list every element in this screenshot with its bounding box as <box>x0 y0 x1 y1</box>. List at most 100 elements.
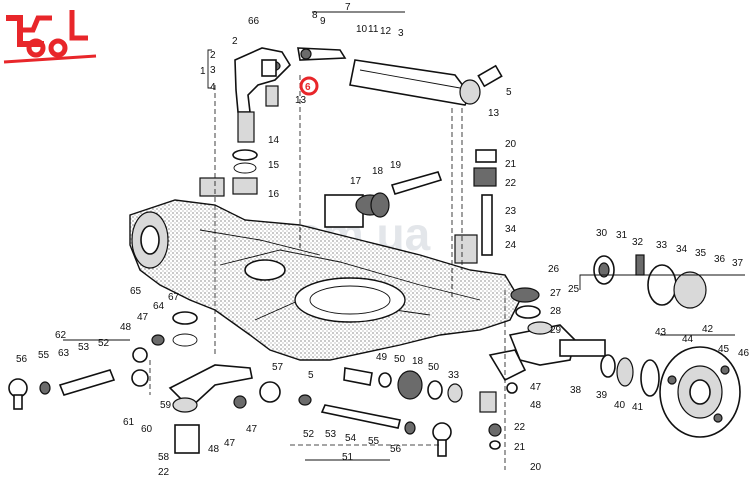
callout-47c: 47 <box>224 438 236 449</box>
callout-57: 57 <box>272 362 284 373</box>
link-rod <box>261 47 347 107</box>
callout-60: 60 <box>141 424 153 435</box>
callout-49: 49 <box>376 352 388 363</box>
callout-55a: 55 <box>368 436 380 447</box>
callout-65: 65 <box>130 286 142 297</box>
callout-20a: 20 <box>505 139 517 150</box>
callout-13b: 13 <box>488 108 500 119</box>
callout-66: 66 <box>248 16 260 27</box>
callout-39: 39 <box>596 390 608 401</box>
axle-housing <box>129 177 521 361</box>
callout-51: 51 <box>342 452 354 463</box>
callout-10: 10 <box>356 24 368 35</box>
callout-18b: 18 <box>412 356 424 367</box>
callout-6: 6 <box>305 82 311 93</box>
callout-63: 63 <box>58 348 70 359</box>
highlighted-part-6[interactable]: 6 <box>299 76 319 96</box>
callout-56b: 56 <box>16 354 28 365</box>
callout-48b: 48 <box>120 322 132 333</box>
callout-9: 9 <box>320 16 326 27</box>
callout-7: 7 <box>345 2 351 13</box>
callout-19: 19 <box>390 160 402 171</box>
callout-53b: 53 <box>78 342 90 353</box>
callout-3: 3 <box>210 65 216 76</box>
callout-27: 27 <box>550 288 562 299</box>
bearing-assembly <box>593 254 707 309</box>
callout-55b: 55 <box>38 350 50 361</box>
steering-lever-left <box>168 364 281 454</box>
callout-29: 29 <box>550 325 562 336</box>
callout-48a: 48 <box>530 400 542 411</box>
callout-42: 42 <box>702 324 714 335</box>
callout-61: 61 <box>123 417 135 428</box>
callout-48c: 48 <box>208 444 220 455</box>
callout-20b: 20 <box>530 462 542 473</box>
callout-58: 58 <box>158 452 170 463</box>
callout-35: 35 <box>695 248 707 259</box>
callout-67: 67 <box>168 292 180 303</box>
callout-50b: 50 <box>428 362 440 373</box>
callout-14: 14 <box>268 135 280 146</box>
callout-21a: 21 <box>505 159 517 170</box>
callout-22a: 22 <box>505 178 517 189</box>
callout-47a: 47 <box>530 382 542 393</box>
kingpin-stack-right <box>473 149 497 256</box>
callout-36: 36 <box>714 254 726 265</box>
callout-22b: 22 <box>514 422 526 433</box>
power-cylinder <box>349 59 503 106</box>
wheel-hub <box>600 346 741 438</box>
callout-38: 38 <box>570 385 582 396</box>
pivot-pin <box>370 171 443 218</box>
callout-30: 30 <box>596 228 608 239</box>
callout-24: 24 <box>505 240 517 251</box>
callout-28: 28 <box>550 306 562 317</box>
callout-4: 4 <box>210 82 216 93</box>
callout-44: 44 <box>682 334 694 345</box>
callout-33a: 33 <box>656 240 668 251</box>
callout-13a: 13 <box>295 95 307 106</box>
knuckle-arm-right <box>479 349 527 450</box>
seal-rings-left <box>132 311 198 363</box>
callout-37: 37 <box>732 258 744 269</box>
callout-labels: 1 2 3 4 2 66 8 7 9 10 11 12 3 13 13 5 14… <box>16 2 750 478</box>
center-bushing <box>343 367 463 403</box>
callout-17: 17 <box>350 176 362 187</box>
callout-34b: 34 <box>676 244 688 255</box>
tie-rod-left <box>8 369 149 410</box>
callout-21b: 21 <box>514 442 526 453</box>
callout-52a: 52 <box>303 429 315 440</box>
callout-53a: 53 <box>325 429 337 440</box>
callout-11: 11 <box>368 24 379 35</box>
callout-15: 15 <box>268 160 280 171</box>
callout-3b: 3 <box>398 28 404 39</box>
callout-5b: 5 <box>308 370 314 381</box>
callout-26: 26 <box>548 264 560 275</box>
callout-23: 23 <box>505 206 517 217</box>
callout-47b: 47 <box>137 312 149 323</box>
callout-46: 46 <box>738 348 750 359</box>
callout-56a: 56 <box>390 444 402 455</box>
callout-34: 34 <box>505 224 517 235</box>
callout-50a: 50 <box>394 354 406 365</box>
callout-33b: 33 <box>448 370 460 381</box>
group-brackets <box>63 11 745 461</box>
callout-22c: 22 <box>158 467 170 478</box>
callout-2b: 2 <box>232 36 238 47</box>
callout-41: 41 <box>632 402 644 413</box>
callout-1: 1 <box>200 66 206 77</box>
callout-64: 64 <box>153 301 165 312</box>
callout-45: 45 <box>718 344 730 355</box>
drag-link <box>298 394 452 457</box>
callout-32: 32 <box>632 237 644 248</box>
callout-8: 8 <box>312 10 318 21</box>
callout-40: 40 <box>614 400 626 411</box>
brand-logo <box>3 10 97 64</box>
callout-54: 54 <box>345 433 357 444</box>
callout-43: 43 <box>655 327 667 338</box>
callout-2: 2 <box>210 50 216 61</box>
callout-25: 25 <box>568 284 580 295</box>
callout-52b: 52 <box>98 338 110 349</box>
callout-62: 62 <box>55 330 67 341</box>
